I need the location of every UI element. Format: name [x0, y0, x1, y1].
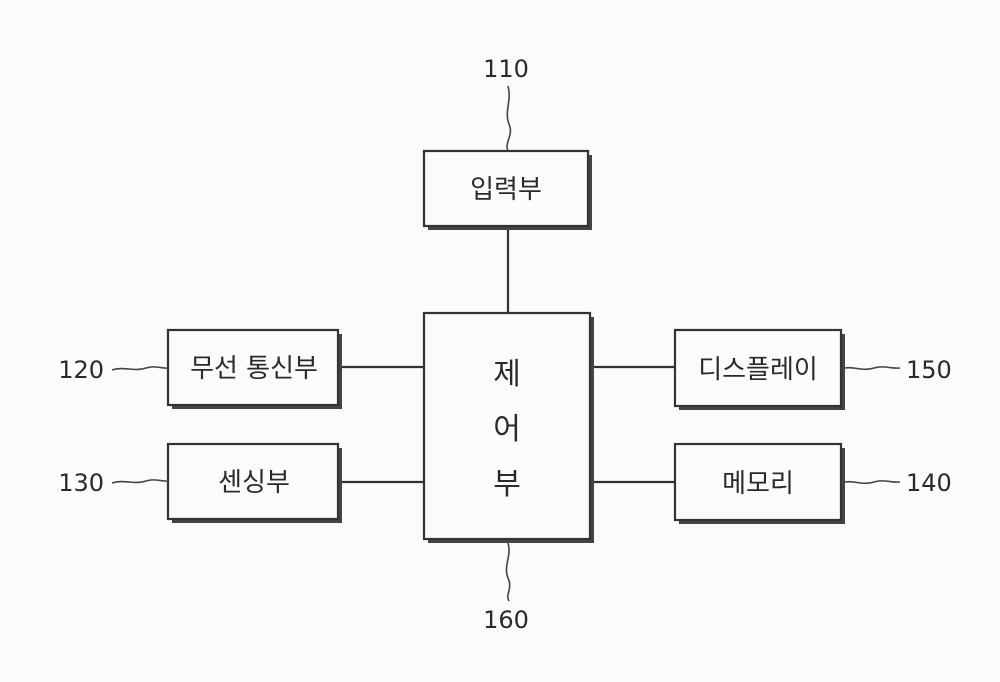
input-block-label: 입력부 — [470, 175, 542, 205]
ref-160: 160 — [483, 606, 529, 634]
leader-130 — [112, 480, 168, 483]
ref-120: 120 — [58, 356, 104, 384]
memory-block-label: 메모리 — [722, 469, 794, 499]
controller-label-char-3: 부 — [493, 467, 521, 502]
wireless-block: 무선 통신부 — [168, 330, 342, 409]
leader-120 — [112, 367, 168, 370]
controller-label-char-1: 제 — [493, 357, 521, 392]
display-block-label: 디스플레이 — [698, 355, 818, 385]
ref-140: 140 — [906, 469, 952, 497]
leader-160 — [506, 543, 509, 601]
leader-150 — [841, 367, 900, 369]
sensing-block-label: 센싱부 — [218, 468, 290, 498]
controller-label-char-2: 어 — [493, 412, 521, 447]
ref-130: 130 — [58, 469, 104, 497]
memory-block: 메모리 — [675, 444, 845, 524]
leader-110 — [507, 86, 510, 151]
ref-110: 110 — [483, 55, 529, 83]
ref-150: 150 — [906, 356, 952, 384]
controller-block: 제 어 부 — [424, 313, 594, 543]
leader-140 — [841, 481, 900, 483]
display-block: 디스플레이 — [675, 330, 845, 410]
input-block: 입력부 — [424, 151, 592, 230]
sensing-block: 센싱부 — [168, 444, 342, 523]
wireless-block-label: 무선 통신부 — [190, 354, 318, 384]
